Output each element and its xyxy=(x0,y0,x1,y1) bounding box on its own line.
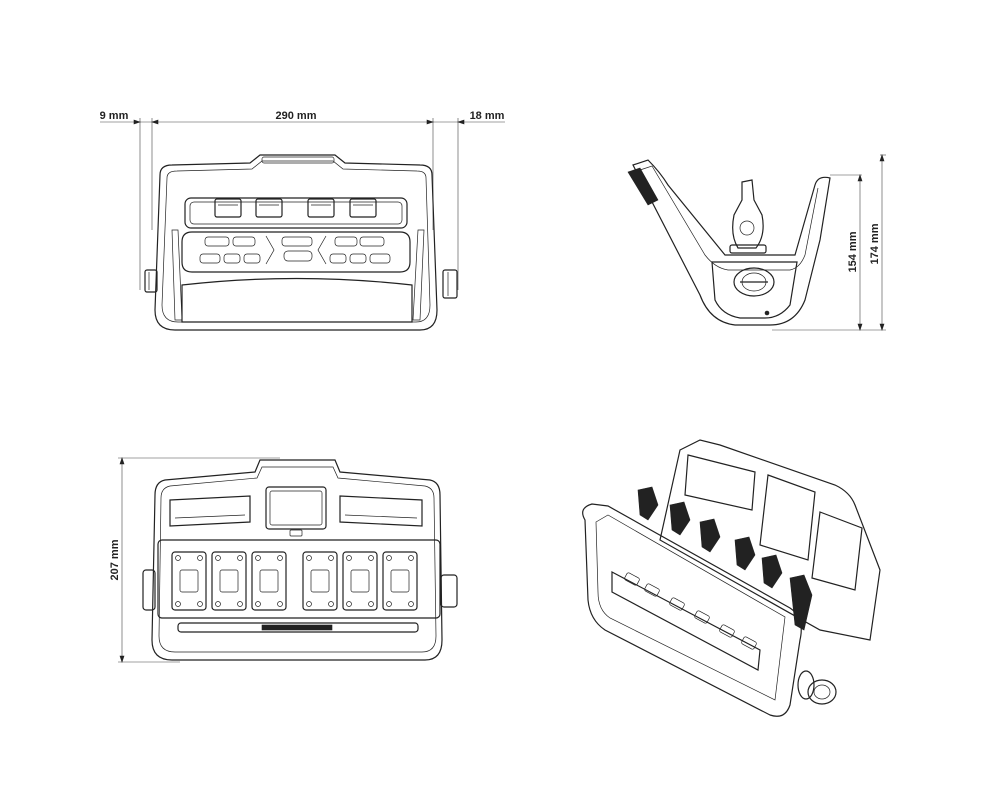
iso-levers xyxy=(637,486,813,631)
top-lever-modules xyxy=(171,551,418,611)
side-inner-height-dimension: 154 mm xyxy=(847,231,859,272)
side-view xyxy=(627,154,886,331)
front-width-dimension: 290 mm xyxy=(276,110,317,122)
front-buttons xyxy=(199,235,391,265)
front-levers xyxy=(214,198,377,218)
top-depth-dimension: 207 mm xyxy=(109,539,121,580)
isometric-view xyxy=(582,439,881,717)
front-left-dimension: 9 mm xyxy=(100,110,129,122)
top-view xyxy=(118,457,458,663)
front-right-dimension: 18 mm xyxy=(470,110,505,122)
iso-buttons xyxy=(624,572,757,650)
front-view xyxy=(100,118,505,331)
side-total-height-dimension: 174 mm xyxy=(869,223,881,264)
